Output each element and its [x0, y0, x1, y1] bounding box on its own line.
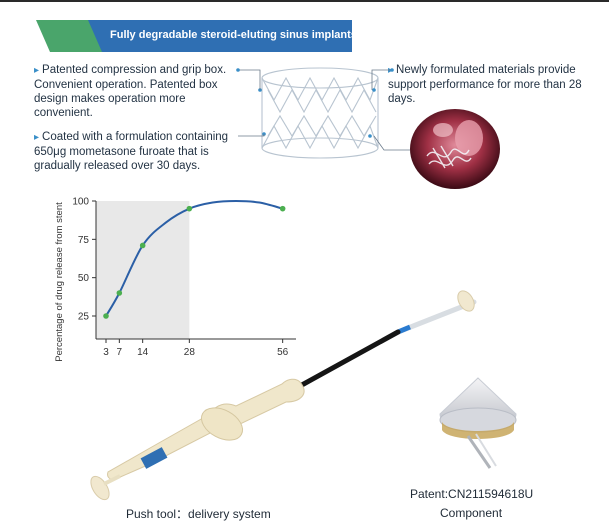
feature-coating-text: Coated with a formulation containing 650…: [34, 131, 229, 172]
y-tick-label: 50: [78, 273, 90, 284]
logo-label: [140, 447, 168, 469]
x-tick-label: 14: [137, 347, 149, 358]
plunger-rod: [103, 474, 121, 486]
grip-collar: [200, 407, 244, 441]
y-tick-label: 25: [78, 312, 90, 323]
feature-compression: ▸Patented compression and grip box. Conv…: [34, 63, 239, 120]
push-tool-caption: Push tool：delivery system: [126, 507, 271, 521]
arrow-bullet-icon: ▸: [34, 65, 40, 76]
patent-caption: Patent:CN211594618U: [410, 487, 534, 501]
data-point: [103, 313, 109, 319]
shaded-region: [96, 201, 190, 339]
y-tick-label: 100: [72, 197, 89, 208]
component-image: [439, 377, 517, 469]
endoscopic-photo: [410, 109, 500, 189]
feature-coating: ▸Coated with a formulation containing 65…: [34, 130, 239, 173]
y-tick-label: 75: [78, 235, 90, 246]
banner-title: Fully degradable steroid-eluting sinus i…: [110, 29, 398, 41]
y-axis-label: Percentage of drug release from stent: [54, 202, 65, 362]
feature-compression-text: Patented compression and grip box. Conve…: [34, 64, 227, 119]
x-tick-label: 56: [277, 347, 289, 358]
data-point: [139, 242, 146, 249]
x-tick-label: 28: [184, 347, 196, 358]
data-point: [186, 205, 193, 212]
data-point: [279, 205, 286, 212]
feature-materials: ▸Newly formulated materials provide supp…: [388, 63, 593, 106]
x-tick-label: 3: [103, 347, 109, 358]
top-border: [0, 0, 609, 2]
x-tick-label: 7: [117, 347, 123, 358]
title-banner: [36, 20, 352, 52]
data-point: [116, 290, 123, 296]
arrow-bullet-icon: ▸: [34, 132, 40, 143]
stent-illustration: [258, 67, 379, 159]
banner-bar: [88, 20, 352, 52]
push-tool-image: [90, 290, 477, 501]
tip-cap: [457, 290, 475, 312]
catheter-shaft: [297, 329, 401, 389]
component-caption: Component: [440, 506, 503, 520]
feature-materials-text: Newly formulated materials provide suppo…: [388, 64, 582, 105]
